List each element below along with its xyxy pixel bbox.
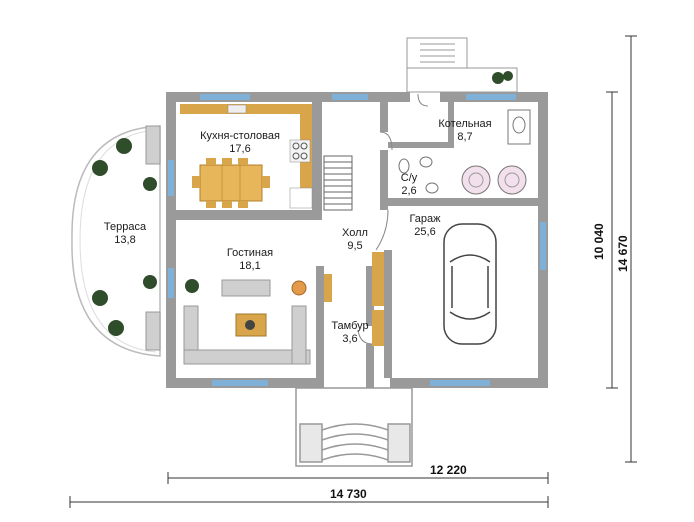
room-area: 9,5 (347, 240, 363, 252)
wc-fixtures (398, 156, 439, 194)
dining-table (192, 158, 270, 208)
room-label-hall: Холл 9,5 (325, 227, 385, 253)
room-area: 25,6 (414, 226, 436, 238)
dimension-width-inner: 12 220 (430, 463, 467, 477)
staircase (323, 155, 353, 211)
room-name: Тамбур (331, 320, 369, 332)
room-name: Терраса (103, 221, 147, 233)
room-name: Холл (342, 227, 368, 239)
room-label-terrace: Терраса 13,8 (90, 221, 160, 247)
room-label-kitchen: Кухня-столовая 17,6 (190, 130, 290, 156)
room-name: Гараж (409, 213, 441, 225)
doors (357, 93, 429, 345)
room-area: 8,7 (457, 131, 473, 143)
car-icon (443, 223, 497, 345)
room-label-vestibule: Тамбур 3,6 (322, 320, 378, 346)
boiler-fixtures (461, 71, 531, 195)
room-name: Кухня-столовая (200, 130, 280, 142)
terrace-furniture (92, 125, 161, 351)
room-name: С/у (400, 172, 418, 184)
dimension-depth-total: 14 670 (616, 235, 630, 272)
room-label-wc: С/у 2,6 (391, 172, 427, 198)
dimension-depth-inner: 10 040 (592, 223, 606, 260)
kitchen-counters (180, 104, 313, 209)
room-label-garage: Гараж 25,6 (400, 213, 450, 239)
room-label-living: Гостиная 18,1 (210, 247, 290, 273)
room-name: Котельная (438, 118, 492, 130)
front-porch (295, 387, 413, 467)
living-furniture (183, 279, 311, 365)
hall-cabinets (324, 252, 384, 346)
room-area: 2,6 (401, 185, 417, 197)
back-porch (406, 37, 518, 93)
room-area: 3,6 (342, 333, 358, 345)
windows (168, 94, 546, 386)
room-name: Гостиная (226, 247, 274, 259)
dimension-lines (69, 35, 637, 508)
room-area: 18,1 (239, 260, 261, 272)
dimension-width-total: 14 730 (330, 487, 367, 501)
room-area: 17,6 (229, 143, 251, 155)
room-area: 13,8 (114, 234, 136, 246)
room-label-boiler: Котельная 8,7 (430, 118, 500, 144)
